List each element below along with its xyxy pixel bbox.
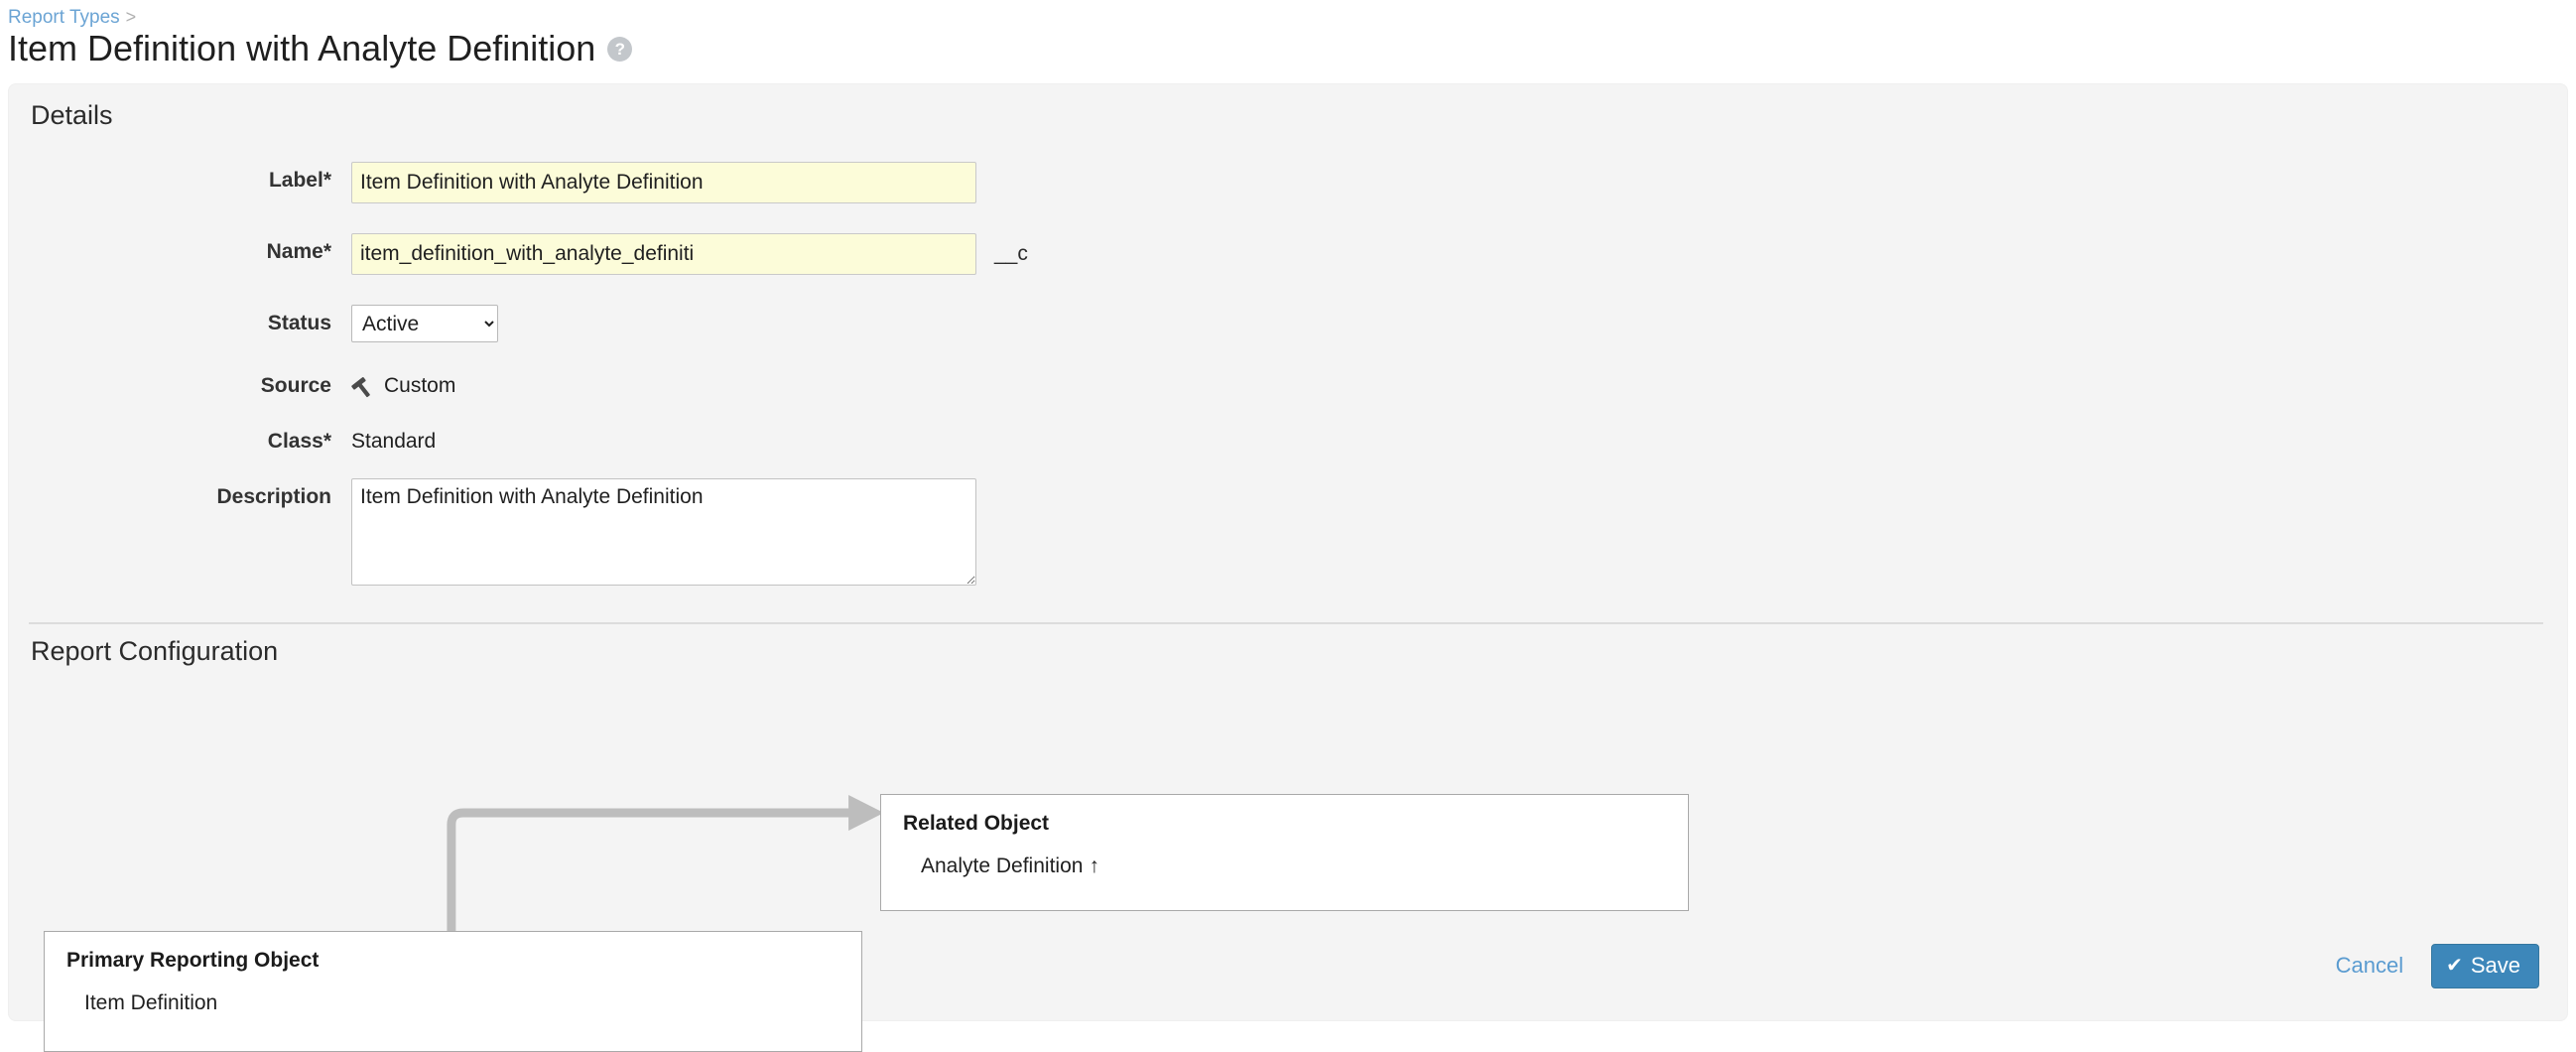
field-row-name: Name* __c <box>9 233 1028 275</box>
source-field-label: Source <box>260 374 331 397</box>
primary-object-heading: Primary Reporting Object <box>66 949 320 972</box>
report-configuration-section-title: Report Configuration <box>31 636 279 666</box>
field-row-class: Class* Standard <box>9 423 436 460</box>
save-button-label: Save <box>2470 952 2520 978</box>
description-field-label: Description <box>216 485 331 508</box>
class-field-label: Class* <box>267 430 331 453</box>
primary-object-value: Item Definition <box>84 991 218 1014</box>
name-input[interactable] <box>351 233 976 275</box>
field-row-source: Source Custom <box>9 367 456 405</box>
save-button[interactable]: ✔ Save <box>2431 943 2539 988</box>
hammer-icon <box>351 375 374 398</box>
name-field-label: Name* <box>266 240 331 263</box>
description-field-control <box>351 478 976 586</box>
page-title-row: Item Definition with Analyte Definition … <box>8 28 633 69</box>
section-divider <box>29 622 2543 624</box>
source-value-wrap: Custom <box>351 367 455 405</box>
card-footer: Cancel ✔ Save <box>9 911 2567 1020</box>
details-section-title: Details <box>31 100 113 130</box>
label-field-label: Label* <box>268 169 331 192</box>
field-row-label: Label* <box>9 162 976 203</box>
source-field-control: Custom <box>351 367 455 405</box>
related-object-value-row: Analyte Definition↑ <box>921 852 1666 881</box>
up-arrow-icon: ↑ <box>1089 855 1099 877</box>
status-field-control: ActiveIn DevelopmentDeployed <box>351 305 498 342</box>
related-object-box[interactable]: Related Object Analyte Definition↑ <box>880 794 1689 911</box>
name-suffix-label: __c <box>994 242 1028 265</box>
label-input[interactable] <box>351 162 976 203</box>
field-row-description: Description <box>9 478 976 586</box>
field-row-status: Status ActiveIn DevelopmentDeployed <box>9 305 498 342</box>
class-field-control: Standard <box>351 423 436 460</box>
page-title: Item Definition with Analyte Definition <box>8 28 596 68</box>
source-value: Custom <box>384 374 456 397</box>
breadcrumb-separator: > <box>125 7 137 27</box>
class-value: Standard <box>351 430 437 453</box>
name-field-control: __c <box>351 233 1028 275</box>
label-field-control <box>351 162 976 203</box>
status-field-label: Status <box>267 312 331 334</box>
cancel-button[interactable]: Cancel <box>2330 949 2409 983</box>
editor-card: Details Label* Name* __c Status <box>8 83 2568 1052</box>
related-object-heading: Related Object <box>903 812 1050 835</box>
help-circle-icon[interactable]: ? <box>607 36 633 62</box>
breadcrumb: Report Types> <box>8 6 136 29</box>
description-textarea[interactable] <box>351 478 976 586</box>
check-icon: ✔ <box>2446 954 2463 977</box>
related-object-value: Analyte Definition <box>921 855 1084 877</box>
status-select[interactable]: ActiveIn DevelopmentDeployed <box>351 305 498 342</box>
breadcrumb-link-report-types[interactable]: Report Types <box>8 7 120 28</box>
